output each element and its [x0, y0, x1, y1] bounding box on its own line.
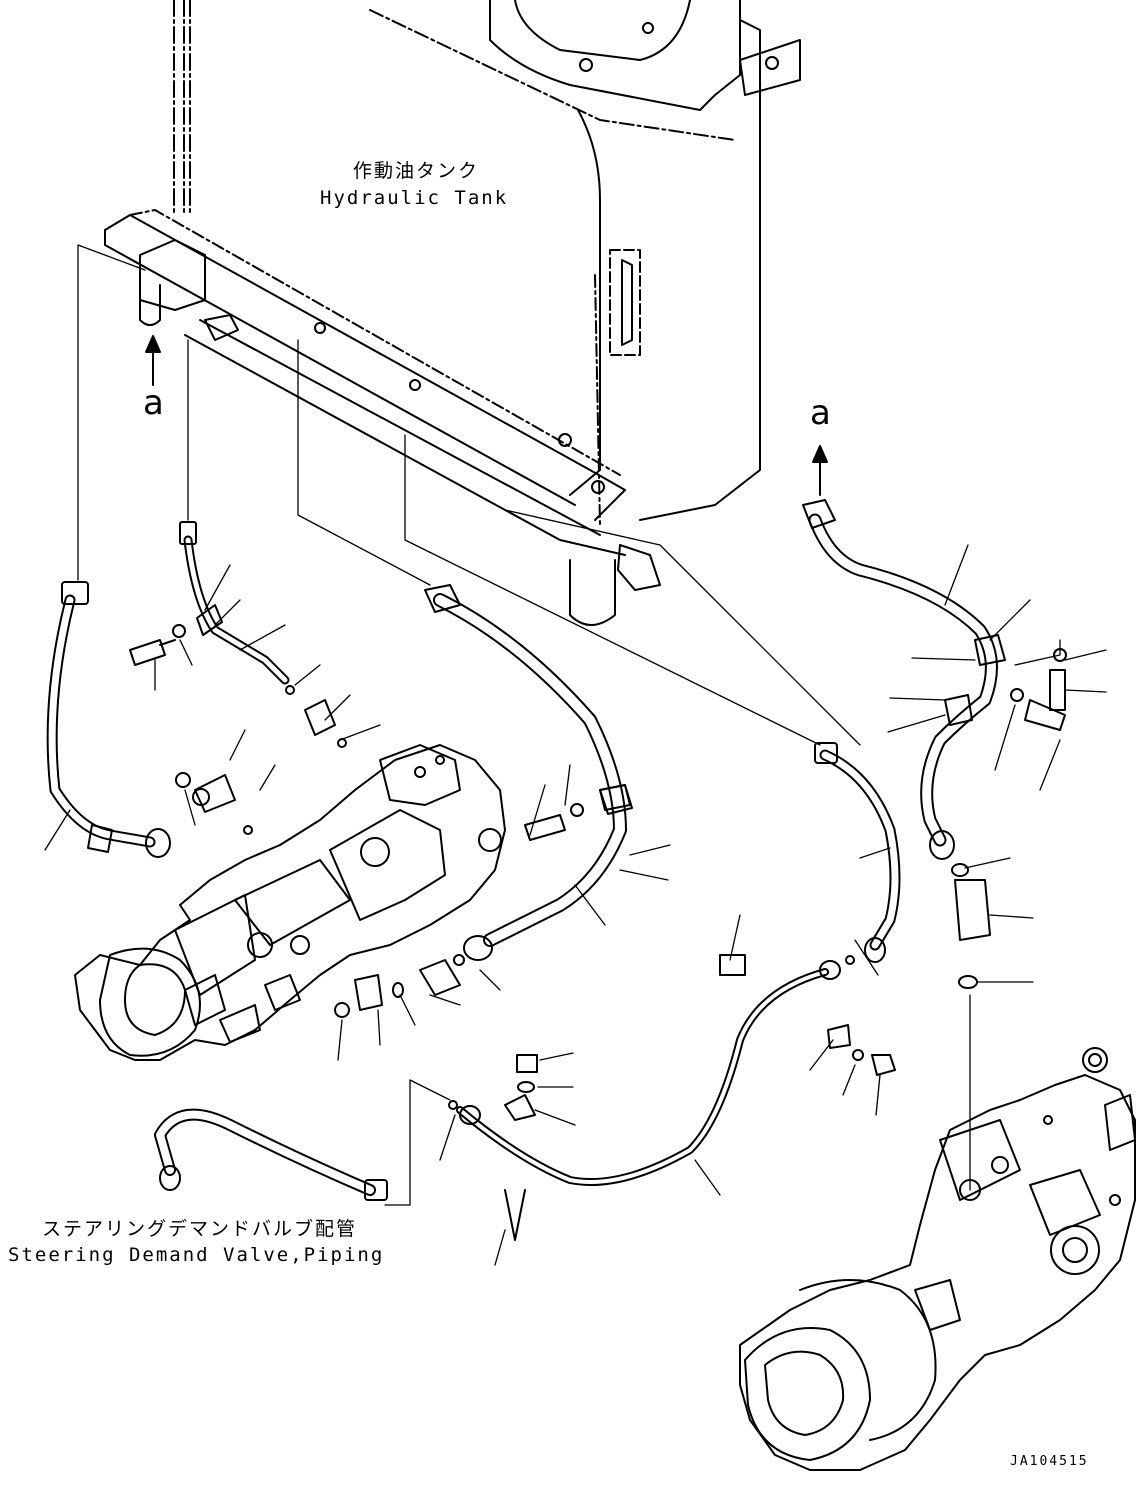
- steering-label-en: Steering Demand Valve,Piping: [8, 1244, 385, 1266]
- steering-label-jp: ステアリングデマンドバルブ配管: [42, 1218, 358, 1240]
- fittings: [129, 624, 1067, 1241]
- steering-hose: [154, 1108, 388, 1201]
- hose-left: [46, 581, 171, 858]
- tank-rail: [104, 209, 661, 626]
- hydraulic-tank: [173, 0, 801, 526]
- arrow-label-right: a: [810, 393, 831, 433]
- tank-label-jp: 作動油タンク: [353, 160, 480, 182]
- part-leaders: [44, 544, 1107, 1266]
- hose-right-middle: [814, 742, 901, 963]
- leader-lines: [77, 244, 1061, 1206]
- steering-pump-right: [739, 1047, 1136, 1471]
- hose-right-top: [802, 499, 1006, 860]
- steering-tube: [456, 960, 841, 1186]
- arrow-label-left: a: [143, 383, 164, 423]
- hose-center-long: [424, 584, 631, 961]
- main-pump-left: [74, 744, 506, 1061]
- reference-arrows: [145, 335, 828, 496]
- drawing-id: JA104515: [1010, 1454, 1089, 1469]
- hose-center-top: [179, 521, 290, 685]
- tank-label-en: Hydraulic Tank: [320, 187, 509, 209]
